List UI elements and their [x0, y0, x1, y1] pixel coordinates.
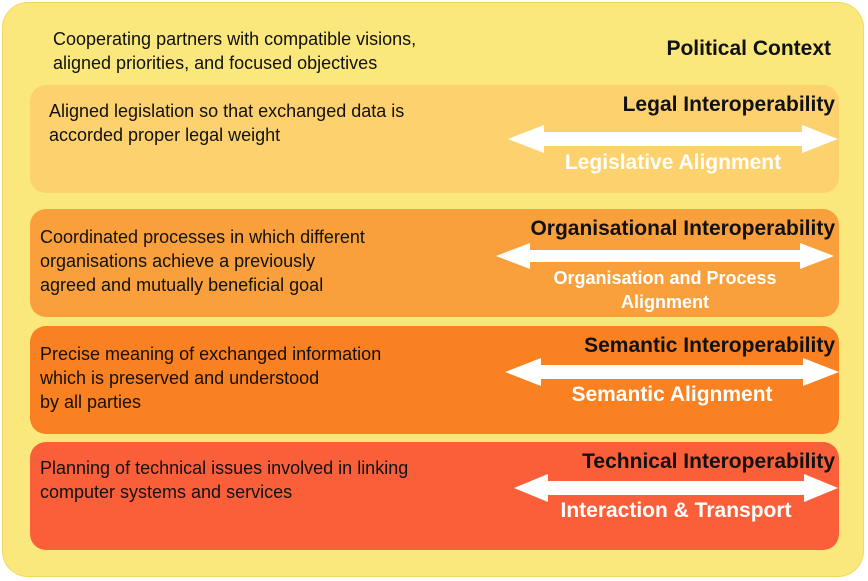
political-context-description-line: aligned priorities, and focused objectiv… [53, 53, 378, 73]
technical-description-line: computer systems and services [40, 482, 293, 502]
double-headed-arrow-icon [514, 474, 838, 502]
technical-layer-panel: Planning of technical issues involved in… [30, 442, 839, 550]
legal-alignment-line: Legislative Alignment [564, 151, 782, 174]
organisational-alignment-label: Organisation and Process Alignment [496, 266, 834, 314]
semantic-layer-title: Semantic Interoperability [584, 334, 835, 357]
organisational-description-line: Coordinated processes in which different [40, 227, 365, 247]
semantic-layer-panel: Precise meaning of exchanged information… [30, 326, 839, 434]
technical-layer-title: Technical Interoperability [582, 450, 835, 473]
organisational-alignment-line: Alignment [621, 292, 709, 312]
political-context-description-line: Cooperating partners with compatible vis… [53, 29, 417, 49]
double-headed-arrow-icon [505, 358, 839, 386]
legal-layer-title: Legal Interoperability [622, 93, 835, 116]
technical-alignment-line: Interaction & Transport [560, 499, 792, 522]
semantic-description-line: Precise meaning of exchanged information [40, 344, 382, 364]
technical-layer-description: Planning of technical issues involved in… [40, 456, 408, 504]
double-headed-arrow-icon [496, 243, 834, 269]
semantic-description-line: by all parties [40, 392, 142, 412]
legal-description-line: Aligned legislation so that exchanged da… [49, 101, 405, 121]
double-headed-arrow-icon [508, 125, 838, 153]
political-context-description: Cooperating partners with compatible vis… [53, 27, 493, 75]
semantic-description-line: which is preserved and understood [40, 368, 320, 388]
legal-alignment-label: Legislative Alignment [508, 150, 838, 176]
legal-layer-description: Aligned legislation so that exchanged da… [49, 99, 404, 147]
semantic-alignment-line: Semantic Alignment [571, 383, 773, 406]
semantic-layer-description: Precise meaning of exchanged information… [40, 342, 381, 414]
organisational-description-line: agreed and mutually beneficial goal [40, 275, 324, 295]
semantic-alignment-label: Semantic Alignment [505, 382, 839, 408]
technical-alignment-label: Interaction & Transport [514, 498, 838, 524]
technical-description-line: Planning of technical issues involved in… [40, 458, 409, 478]
political-context-title: Political Context [666, 37, 831, 60]
organisational-layer-title: Organisational Interoperability [530, 217, 835, 240]
legal-description-line: accorded proper legal weight [49, 125, 281, 145]
organisational-layer-description: Coordinated processes in which different… [40, 225, 365, 297]
organisational-description-line: organisations achieve a previously [40, 251, 316, 271]
organisational-alignment-line: Organisation and Process [553, 268, 777, 288]
legal-layer-panel: Aligned legislation so that exchanged da… [30, 85, 839, 193]
organisational-layer-panel: Coordinated processes in which different… [30, 209, 839, 317]
